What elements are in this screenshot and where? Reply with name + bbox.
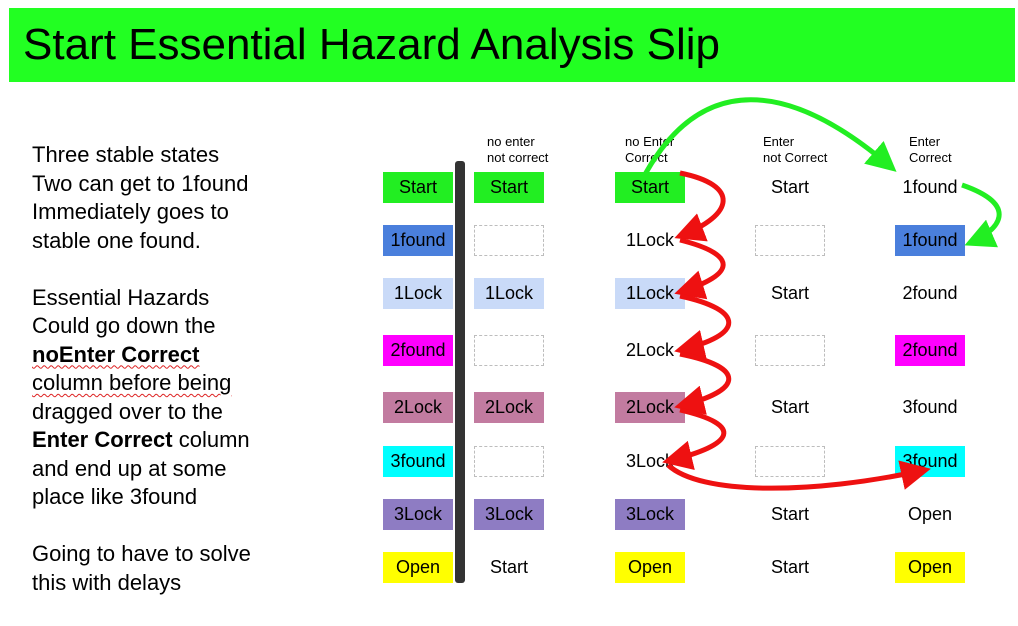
notes-line: this with delays — [32, 569, 182, 595]
column-header-line: Correct — [909, 150, 952, 165]
next-state-cell: 3Lock — [615, 498, 685, 530]
next-state-cell: 2found — [895, 334, 965, 366]
notes-bold-term: Enter Correct — [32, 427, 173, 452]
empty-cell — [474, 445, 544, 477]
next-state-cell: 3Lock — [625, 450, 675, 471]
next-state-cell: Start — [770, 176, 809, 197]
next-state-cell: 3Lock — [474, 498, 544, 530]
next-state-cell: Start — [770, 282, 809, 303]
empty-cell — [755, 224, 825, 256]
notes-line: Immediately goes to — [32, 199, 229, 224]
state-label: 2found — [383, 334, 453, 366]
state-label: 3Lock — [383, 498, 453, 530]
green-arrow-start-to-1found — [639, 97, 897, 182]
notes-paragraph-1: Three stable states Two can get to 1foun… — [32, 141, 332, 255]
next-state-cell: Open — [895, 551, 965, 583]
notes-line: place like 3found — [32, 484, 198, 509]
next-state-cell: Start — [489, 556, 528, 577]
state-label: 3found — [383, 445, 453, 477]
next-state-cell: Start — [474, 171, 544, 203]
notes-line: Essential Hazards — [32, 284, 210, 310]
red-arrow-start-to-1lock — [674, 170, 726, 242]
next-state-cell: 2Lock — [625, 339, 675, 360]
next-state-cell: 2Lock — [474, 391, 544, 423]
next-state-cell: 3found — [902, 396, 958, 417]
state-label: 1found — [383, 224, 453, 256]
notes-line: and end up at some — [32, 455, 227, 481]
next-state-cell: 2found — [902, 282, 958, 303]
notes-line: Going to have to solve — [32, 541, 251, 566]
notes-line: Could go down the — [32, 313, 216, 338]
notes-line: column before being — [32, 370, 232, 395]
notes-line: dragged over to the — [32, 398, 223, 424]
empty-cell — [755, 334, 825, 366]
next-state-cell: Start — [615, 171, 685, 203]
notes-paragraph-3: Going to have to solve this with delays — [32, 540, 332, 597]
red-arrow-2lock-to-3lock — [662, 407, 727, 471]
column-header-line: Enter — [763, 134, 795, 149]
red-arrow-1lock-to-1lock — [674, 237, 726, 300]
notes-paragraph-2: Essential Hazards Could go down the noEn… — [32, 284, 332, 512]
column-header-line: Enter — [909, 134, 941, 149]
next-state-cell: Start — [770, 503, 809, 524]
notes-line: Three stable states — [32, 142, 220, 167]
red-arrow-1lock-to-2lock — [674, 293, 731, 360]
next-state-cell: 2Lock — [615, 391, 685, 423]
notes-line: stable one found. — [32, 227, 201, 253]
transition-arrows — [639, 97, 1002, 491]
next-state-cell: 1Lock — [625, 229, 675, 250]
next-state-cell: 1Lock — [615, 277, 685, 309]
next-state-cell: Start — [770, 556, 809, 577]
red-arrow-2lock-to-2lock — [674, 351, 731, 415]
next-state-cell: 1Lock — [474, 277, 544, 309]
notes-line: Two can get to 1found — [32, 170, 249, 196]
notes-line: column — [172, 427, 250, 452]
next-state-cell: Open — [615, 551, 685, 583]
column-header-line: not Correct — [763, 150, 828, 165]
empty-cell — [474, 224, 544, 256]
state-label: 2Lock — [383, 391, 453, 423]
empty-cell — [474, 334, 544, 366]
state-label: 1Lock — [383, 277, 453, 309]
next-state-cell: 1found — [895, 224, 965, 256]
title-banner: Start Essential Hazard Analysis Slip — [9, 8, 1015, 82]
state-label: Start — [383, 171, 453, 203]
notes-bold-term: noEnter Correct — [32, 341, 200, 367]
next-state-cell: 1found — [902, 176, 958, 197]
notes-text: Three stable states Two can get to 1foun… — [32, 141, 332, 626]
column-header-line: not correct — [487, 150, 549, 165]
slide-title: Start Essential Hazard Analysis Slip — [23, 20, 720, 69]
next-state-cell: Start — [770, 396, 809, 417]
red-arrow-3lock-to-3found — [666, 460, 931, 491]
next-state-cell: Open — [907, 503, 953, 524]
column-header-line: no enter — [487, 134, 535, 149]
green-arrow-1found-to-stable — [961, 182, 1002, 248]
state-label: Open — [383, 551, 453, 583]
empty-cell — [755, 445, 825, 477]
column-divider — [455, 161, 465, 583]
